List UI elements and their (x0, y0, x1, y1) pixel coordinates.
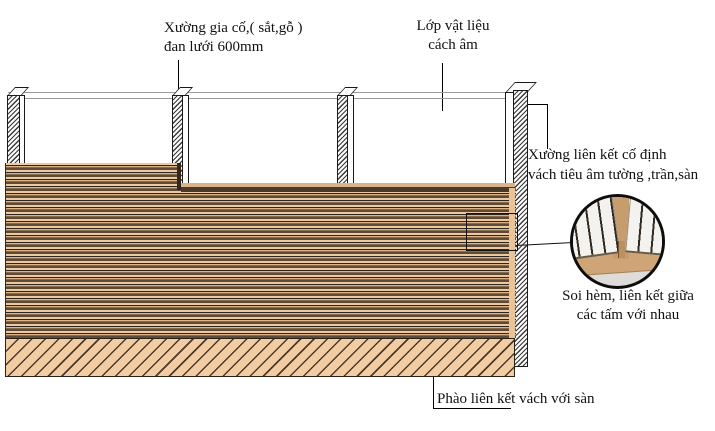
label-skirting-line1: Phào liên kết vách với sàn (437, 391, 595, 407)
leader-bracket-fixing-frame (525, 104, 548, 149)
joint-tongue (618, 241, 625, 258)
slat-panel (5, 163, 516, 338)
detail-callout-rect (466, 213, 518, 251)
panel-right-edge (509, 188, 515, 338)
label-reinforcement-frame-line2: đan lưới 600mm (164, 39, 264, 55)
label-reinforcement-frame-line1: Xường gia cố,( sắt,gỗ ) (164, 20, 303, 36)
label-fixing-frame: Xường liên kết cố định vách tiêu âm tườn… (528, 145, 698, 185)
detail-circle-photo (570, 194, 665, 289)
label-groove-joint: Soi hèm, liên kết giữa các tấm với nhau (543, 287, 713, 325)
label-fixing-frame-line2: vách tiêu âm tường ,trần,sàn (528, 167, 699, 183)
label-skirting: Phào liên kết vách với sàn (437, 390, 594, 409)
label-reinforcement-frame: Xường gia cố,( sắt,gỗ ) đan lưới 600mm (164, 19, 303, 57)
label-insulation-layer-line2: cách âm (428, 37, 478, 53)
label-insulation-layer-line1: Lớp vật liệu (416, 18, 490, 34)
label-insulation-layer: Lớp vật liệu cách âm (398, 17, 508, 55)
wall-top-rail (8, 92, 513, 99)
leader-bracket-skirting (433, 377, 511, 409)
panel-step-edge (177, 163, 181, 190)
label-fixing-frame-line1: Xường liên kết cố định (528, 147, 667, 163)
stud-1-side-face (19, 95, 25, 167)
stud-3-side-face (347, 95, 354, 192)
stud-1 (7, 95, 21, 167)
label-groove-joint-line1: Soi hèm, liên kết giữa (562, 288, 694, 304)
detail-panel-right (625, 197, 662, 258)
baseboard (5, 338, 515, 377)
detail-panel-left (573, 197, 621, 261)
panel-top-edge-band (181, 187, 515, 192)
panel-top-face (181, 183, 515, 187)
stud-2-side-face (182, 95, 189, 192)
leader-line-insulation (442, 63, 443, 111)
leader-line-reinforcement (178, 60, 179, 93)
label-groove-joint-line2: các tấm với nhau (576, 307, 680, 323)
